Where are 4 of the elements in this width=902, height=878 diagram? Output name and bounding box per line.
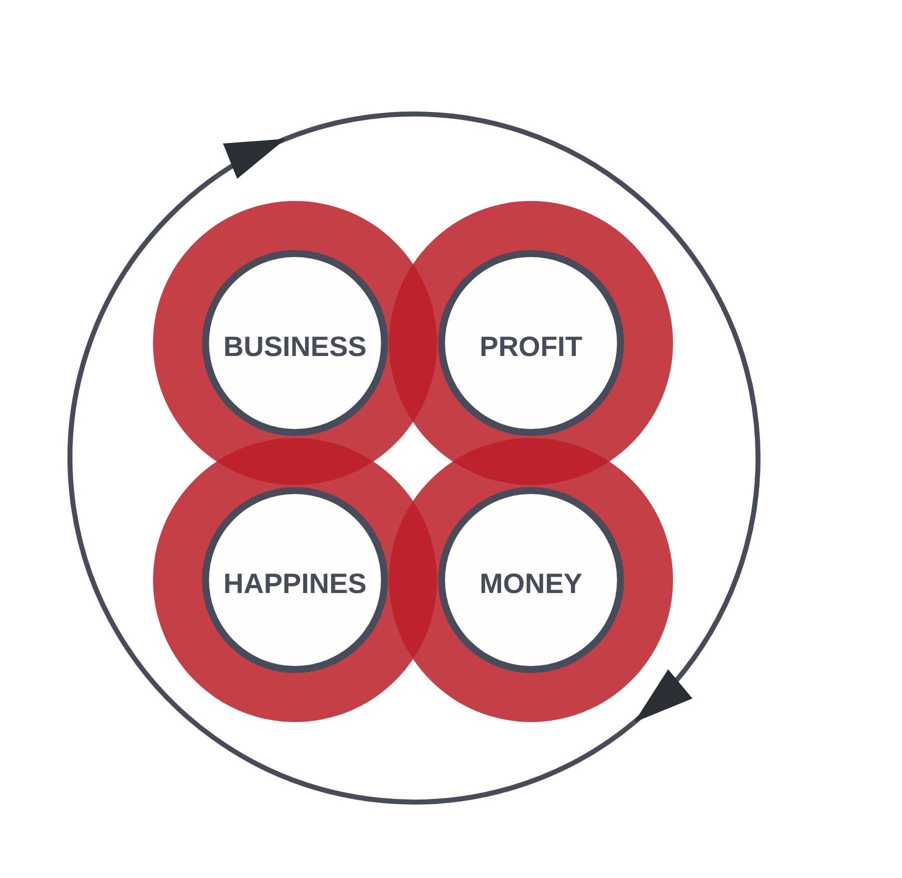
node-label: BUSINESS: [223, 330, 367, 361]
node-label: HAPPINES: [223, 567, 367, 598]
node-label: PROFIT: [480, 330, 582, 361]
node-label: MONEY: [480, 567, 582, 598]
